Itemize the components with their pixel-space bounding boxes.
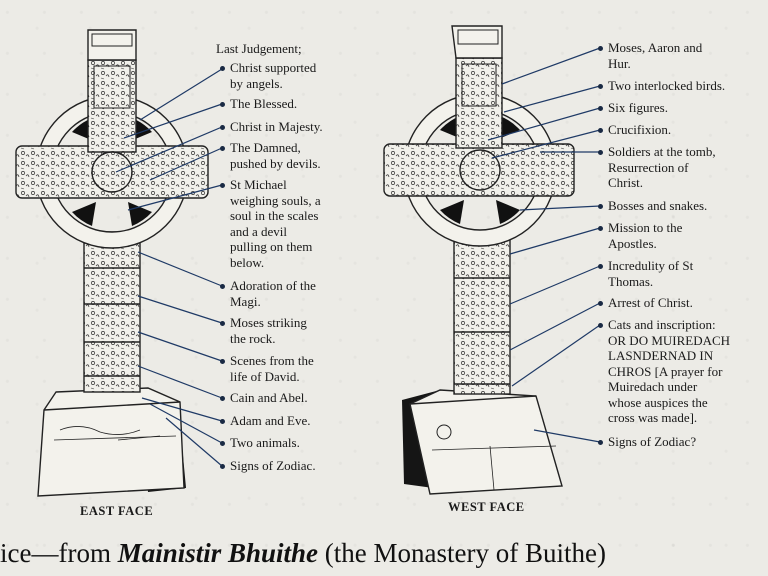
east-label-last-judgement: Last Judgement; <box>216 41 302 56</box>
west-bullet <box>598 106 603 111</box>
east-bullet <box>220 183 225 188</box>
heading-suffix: (the Monastery of Buithe) <box>318 538 606 568</box>
east-label-two-animals: Two animals. <box>230 435 300 450</box>
heading-irish-name: Mainistir Bhuithe <box>117 538 319 568</box>
east-bullet <box>220 419 225 424</box>
east-bullet <box>220 125 225 130</box>
west-label-arrest-of-christ: Arrest of Christ. <box>608 295 693 310</box>
west-label-six-figures: Six figures. <box>608 100 668 115</box>
east-label-life-of-david: Scenes from the life of David. <box>230 353 314 384</box>
east-bullet <box>220 359 225 364</box>
west-label-interlocked-birds: Two interlocked birds. <box>608 78 726 93</box>
east-label-adam-and-eve: Adam and Eve. <box>230 413 311 428</box>
west-label-signs-of-zodiac: Signs of Zodiac? <box>608 434 697 449</box>
west-face-caption: WEST FACE <box>448 500 525 514</box>
east-bullet <box>220 441 225 446</box>
east-face-cross <box>15 29 209 497</box>
west-label-crucifixion: Crucifixion. <box>608 122 672 137</box>
west-label-incredulity-of-thomas: Incredulity of St Thomas. <box>608 258 694 289</box>
east-label-cain-and-abel: Cain and Abel. <box>230 390 308 405</box>
west-bullet <box>598 264 603 269</box>
east-label-signs-of-zodiac: Signs of Zodiac. <box>230 458 316 473</box>
panel-heading: ice—from Mainistir Bhuithe (the Monaster… <box>0 533 768 576</box>
west-label-bosses-and-snakes: Bosses and snakes. <box>608 198 708 213</box>
east-bullet <box>220 396 225 401</box>
west-label-cats-and-inscription: Cats and inscription: OR DO MUIREDACH LA… <box>608 317 731 425</box>
west-label-moses-aaron-hur: Moses, Aaron and Hur. <box>608 40 703 71</box>
east-label-the-damned: The Damned, pushed by devils. <box>230 140 321 171</box>
heading-prefix: ice—from <box>0 538 118 568</box>
east-bullet <box>220 102 225 107</box>
east-label-christ-supported: Christ supported by angels. <box>230 60 317 91</box>
east-label-adoration-of-the-magi: Adoration of the Magi. <box>230 278 316 309</box>
east-leader-lines <box>115 68 223 467</box>
east-label-the-blessed: The Blessed. <box>230 96 298 111</box>
east-bullet <box>220 66 225 71</box>
west-bullet <box>598 150 603 155</box>
east-label-moses-striking: Moses striking the rock. <box>230 315 307 346</box>
west-bullet <box>598 128 603 133</box>
east-face-caption: EAST FACE <box>80 504 154 518</box>
east-bullet <box>220 321 225 326</box>
west-label-soldiers-at-tomb: Soldiers at the tomb, Resurrection of Ch… <box>608 144 716 190</box>
west-bullet <box>598 204 603 209</box>
west-bullet <box>598 46 603 51</box>
east-label-christ-in-majesty: Christ in Majesty. <box>230 119 323 134</box>
west-face-cross <box>383 25 575 495</box>
west-bullet <box>598 84 603 89</box>
west-bullet <box>598 440 603 445</box>
west-leader-lines <box>487 47 601 443</box>
west-label-mission-to-apostles: Mission to the Apostles. <box>608 220 683 251</box>
west-bullet <box>598 323 603 328</box>
east-bullet <box>220 146 225 151</box>
west-bullet <box>598 226 603 231</box>
east-label-st-michael: St Michael weighing souls, a soul in the… <box>230 177 321 270</box>
west-bullet <box>598 301 603 306</box>
east-bullet <box>220 284 225 289</box>
east-bullet <box>220 464 225 469</box>
